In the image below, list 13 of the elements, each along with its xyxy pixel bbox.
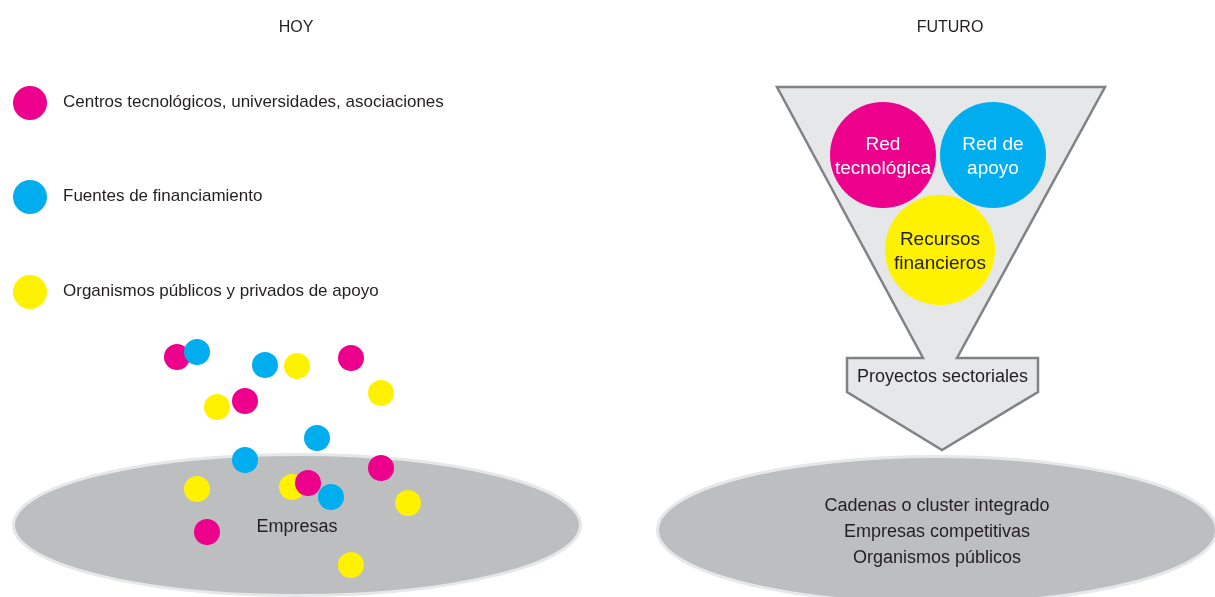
legend-label: Centros tecnológicos, universidades, asociaciones	[63, 92, 444, 112]
ellipse-line: Organismos públicos	[852, 546, 1022, 570]
column-heading: HOY	[278, 18, 314, 36]
legend-label: Fuentes de financiamiento	[63, 186, 263, 206]
legend-label: Organismos públicos y privados de apoyo	[63, 281, 379, 301]
ellipse-line: Cadenas o cluster integrado	[824, 493, 1050, 517]
node-label: Proyectos sectoriales	[856, 364, 1029, 388]
node-label: Empresas	[256, 514, 338, 538]
node-label: Recursos financieros	[893, 227, 987, 275]
node-label: Red tecnológica	[833, 132, 933, 180]
node-label: Red de apoyo	[961, 132, 1025, 180]
column-heading: FUTURO	[916, 18, 984, 36]
ellipse-line: Empresas competitivas	[843, 519, 1031, 543]
